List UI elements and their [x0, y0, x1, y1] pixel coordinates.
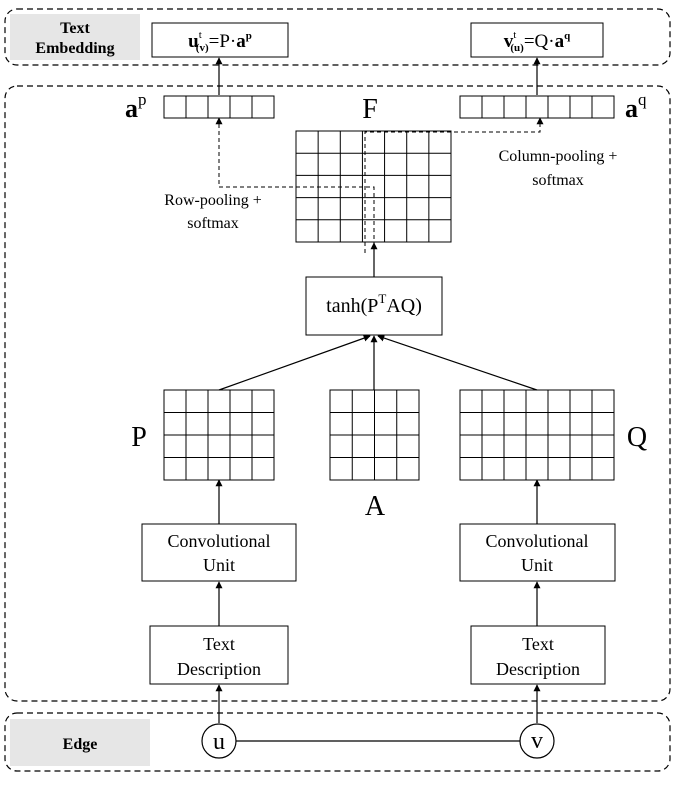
flow-arrows — [215, 57, 541, 723]
conv-unit-left-line1: Convolutional — [168, 531, 271, 551]
conv-unit-right-box — [459, 523, 616, 582]
aq-label: aq — [625, 90, 647, 123]
f-matrix-label: F — [362, 94, 378, 125]
text-description-left-box — [149, 625, 289, 685]
text-description-right-box — [470, 625, 606, 685]
conv-unit-left-line2: Unit — [203, 555, 235, 575]
text-description-left-line2: Description — [177, 659, 261, 679]
attention-region-border — [4, 85, 671, 702]
column-pooling-label-line1: Column-pooling + — [499, 148, 618, 165]
q-matrix-label: Q — [627, 422, 647, 453]
text-embedding-label-bg — [10, 14, 140, 60]
attention-region: ap F aq Row-pooling + softmax Column-poo… — [4, 57, 671, 723]
p-matrix — [163, 389, 275, 481]
node-u — [201, 723, 237, 759]
a-matrix — [329, 389, 420, 481]
a-matrix-label: A — [365, 491, 386, 522]
node-v — [519, 723, 555, 759]
arrow-p-to-tanh — [218, 334, 371, 391]
row-pooling-path — [215, 117, 375, 253]
text-embedding-label-line1: Text — [60, 20, 90, 37]
node-v-label: v — [531, 728, 543, 754]
conv-unit-left-box — [141, 523, 297, 582]
text-embedding-region: Text Embedding ut(v)=P·ap vt(u)=Q·aq — [4, 8, 671, 66]
q-matrix — [459, 389, 615, 481]
edge-label: Edge — [63, 736, 98, 753]
text-embedding-border — [4, 8, 671, 66]
ap-vector — [163, 95, 275, 119]
row-pooling-label-line2: softmax — [187, 215, 239, 232]
edge-region: Edge u v — [4, 712, 671, 772]
edge-region-border — [4, 712, 671, 772]
row-pooling-label-line1: Row-pooling + — [164, 192, 261, 209]
edge-label-bg — [10, 719, 150, 766]
v-embedding-formula: vt(u)=Q·aq — [504, 29, 571, 54]
ap-label: ap — [125, 90, 147, 123]
p-matrix-label: P — [131, 422, 147, 453]
ap-vector-frame — [163, 95, 275, 119]
text-description-right-line2: Description — [496, 659, 580, 679]
text-description-right-line1: Text — [522, 634, 554, 654]
tanh-formula: tanh(PTAQ) — [326, 291, 422, 317]
conv-unit-right-line2: Unit — [521, 555, 553, 575]
text-embedding-label-line2: Embedding — [35, 40, 114, 57]
tanh-box — [305, 276, 443, 336]
aq-vector — [459, 95, 615, 119]
arrow-q-to-tanh — [377, 334, 538, 391]
u-embedding-box — [151, 22, 289, 58]
u-embedding-formula: ut(v)=P·ap — [188, 29, 252, 54]
node-u-label: u — [213, 729, 225, 755]
v-embedding-box — [470, 22, 604, 58]
column-pooling-path — [364, 117, 544, 253]
aq-vector-frame — [459, 95, 615, 119]
text-description-left-line1: Text — [203, 634, 235, 654]
column-pooling-label-line2: softmax — [532, 172, 584, 189]
conv-unit-right-line1: Convolutional — [486, 531, 589, 551]
